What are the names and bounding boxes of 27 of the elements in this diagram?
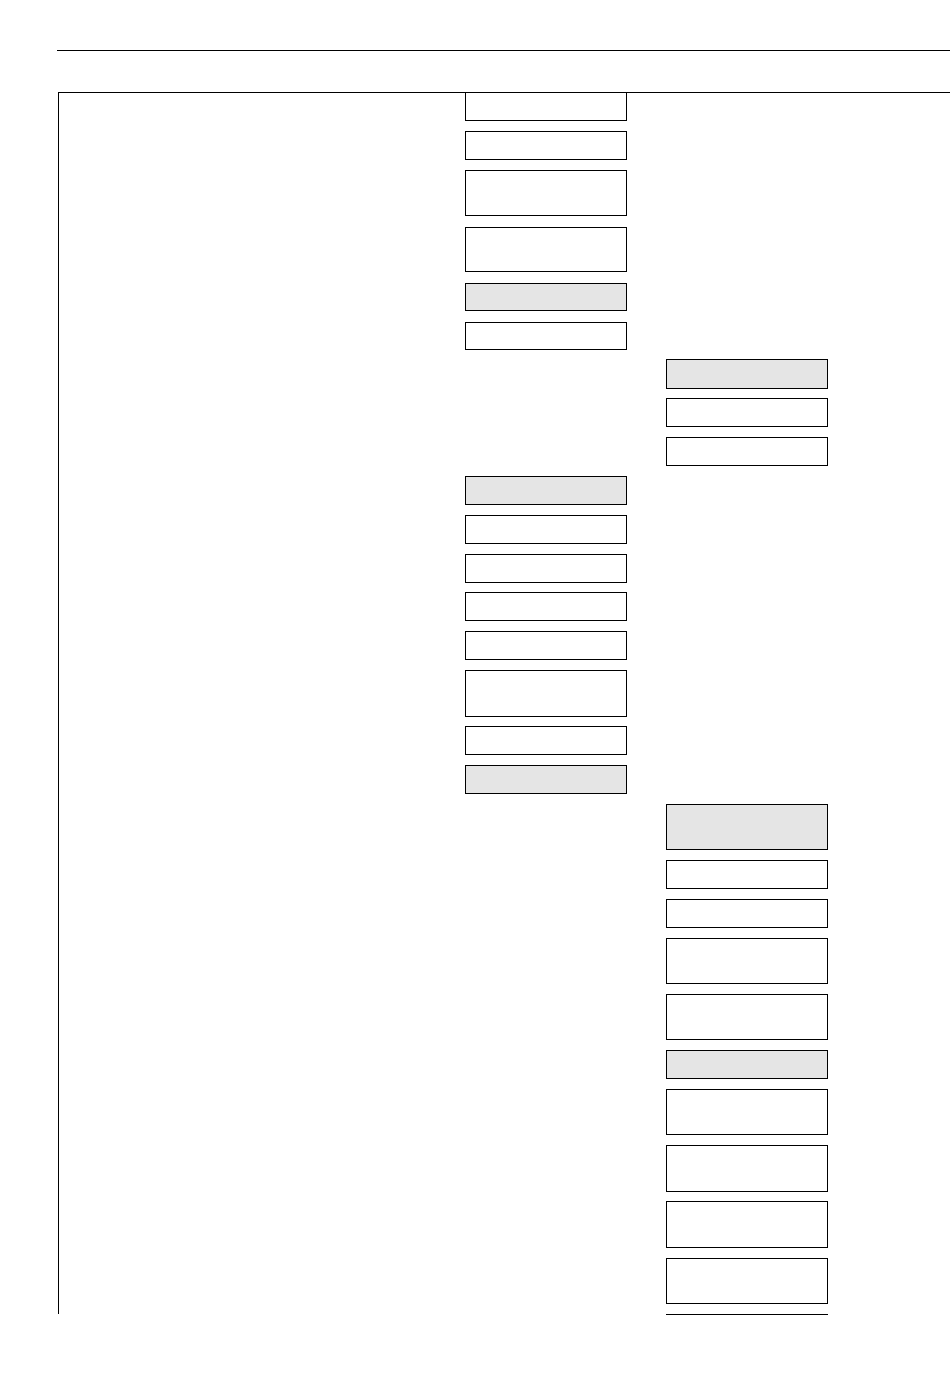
- empty-box: [666, 398, 828, 427]
- empty-box: [465, 726, 627, 755]
- empty-box: [465, 631, 627, 660]
- empty-box: [465, 227, 627, 272]
- empty-box: [666, 1258, 828, 1304]
- empty-box: [465, 170, 627, 216]
- empty-box: [465, 283, 627, 311]
- empty-box: [666, 1201, 828, 1248]
- empty-box: [465, 131, 627, 160]
- empty-box: [666, 938, 828, 984]
- empty-box: [666, 994, 828, 1040]
- empty-box: [666, 1050, 828, 1079]
- empty-box: [666, 804, 828, 850]
- empty-box: [465, 515, 627, 544]
- empty-box: [465, 554, 627, 583]
- empty-box: [666, 1089, 828, 1135]
- empty-box: [465, 92, 627, 121]
- empty-box: [666, 437, 828, 466]
- empty-box: [666, 359, 828, 389]
- empty-box: [666, 899, 828, 928]
- empty-box: [465, 322, 627, 350]
- empty-box: [465, 476, 627, 505]
- empty-box: [666, 860, 828, 889]
- empty-box: [465, 765, 627, 794]
- empty-box: [465, 592, 627, 621]
- empty-box: [465, 670, 627, 717]
- empty-box: [666, 1145, 828, 1192]
